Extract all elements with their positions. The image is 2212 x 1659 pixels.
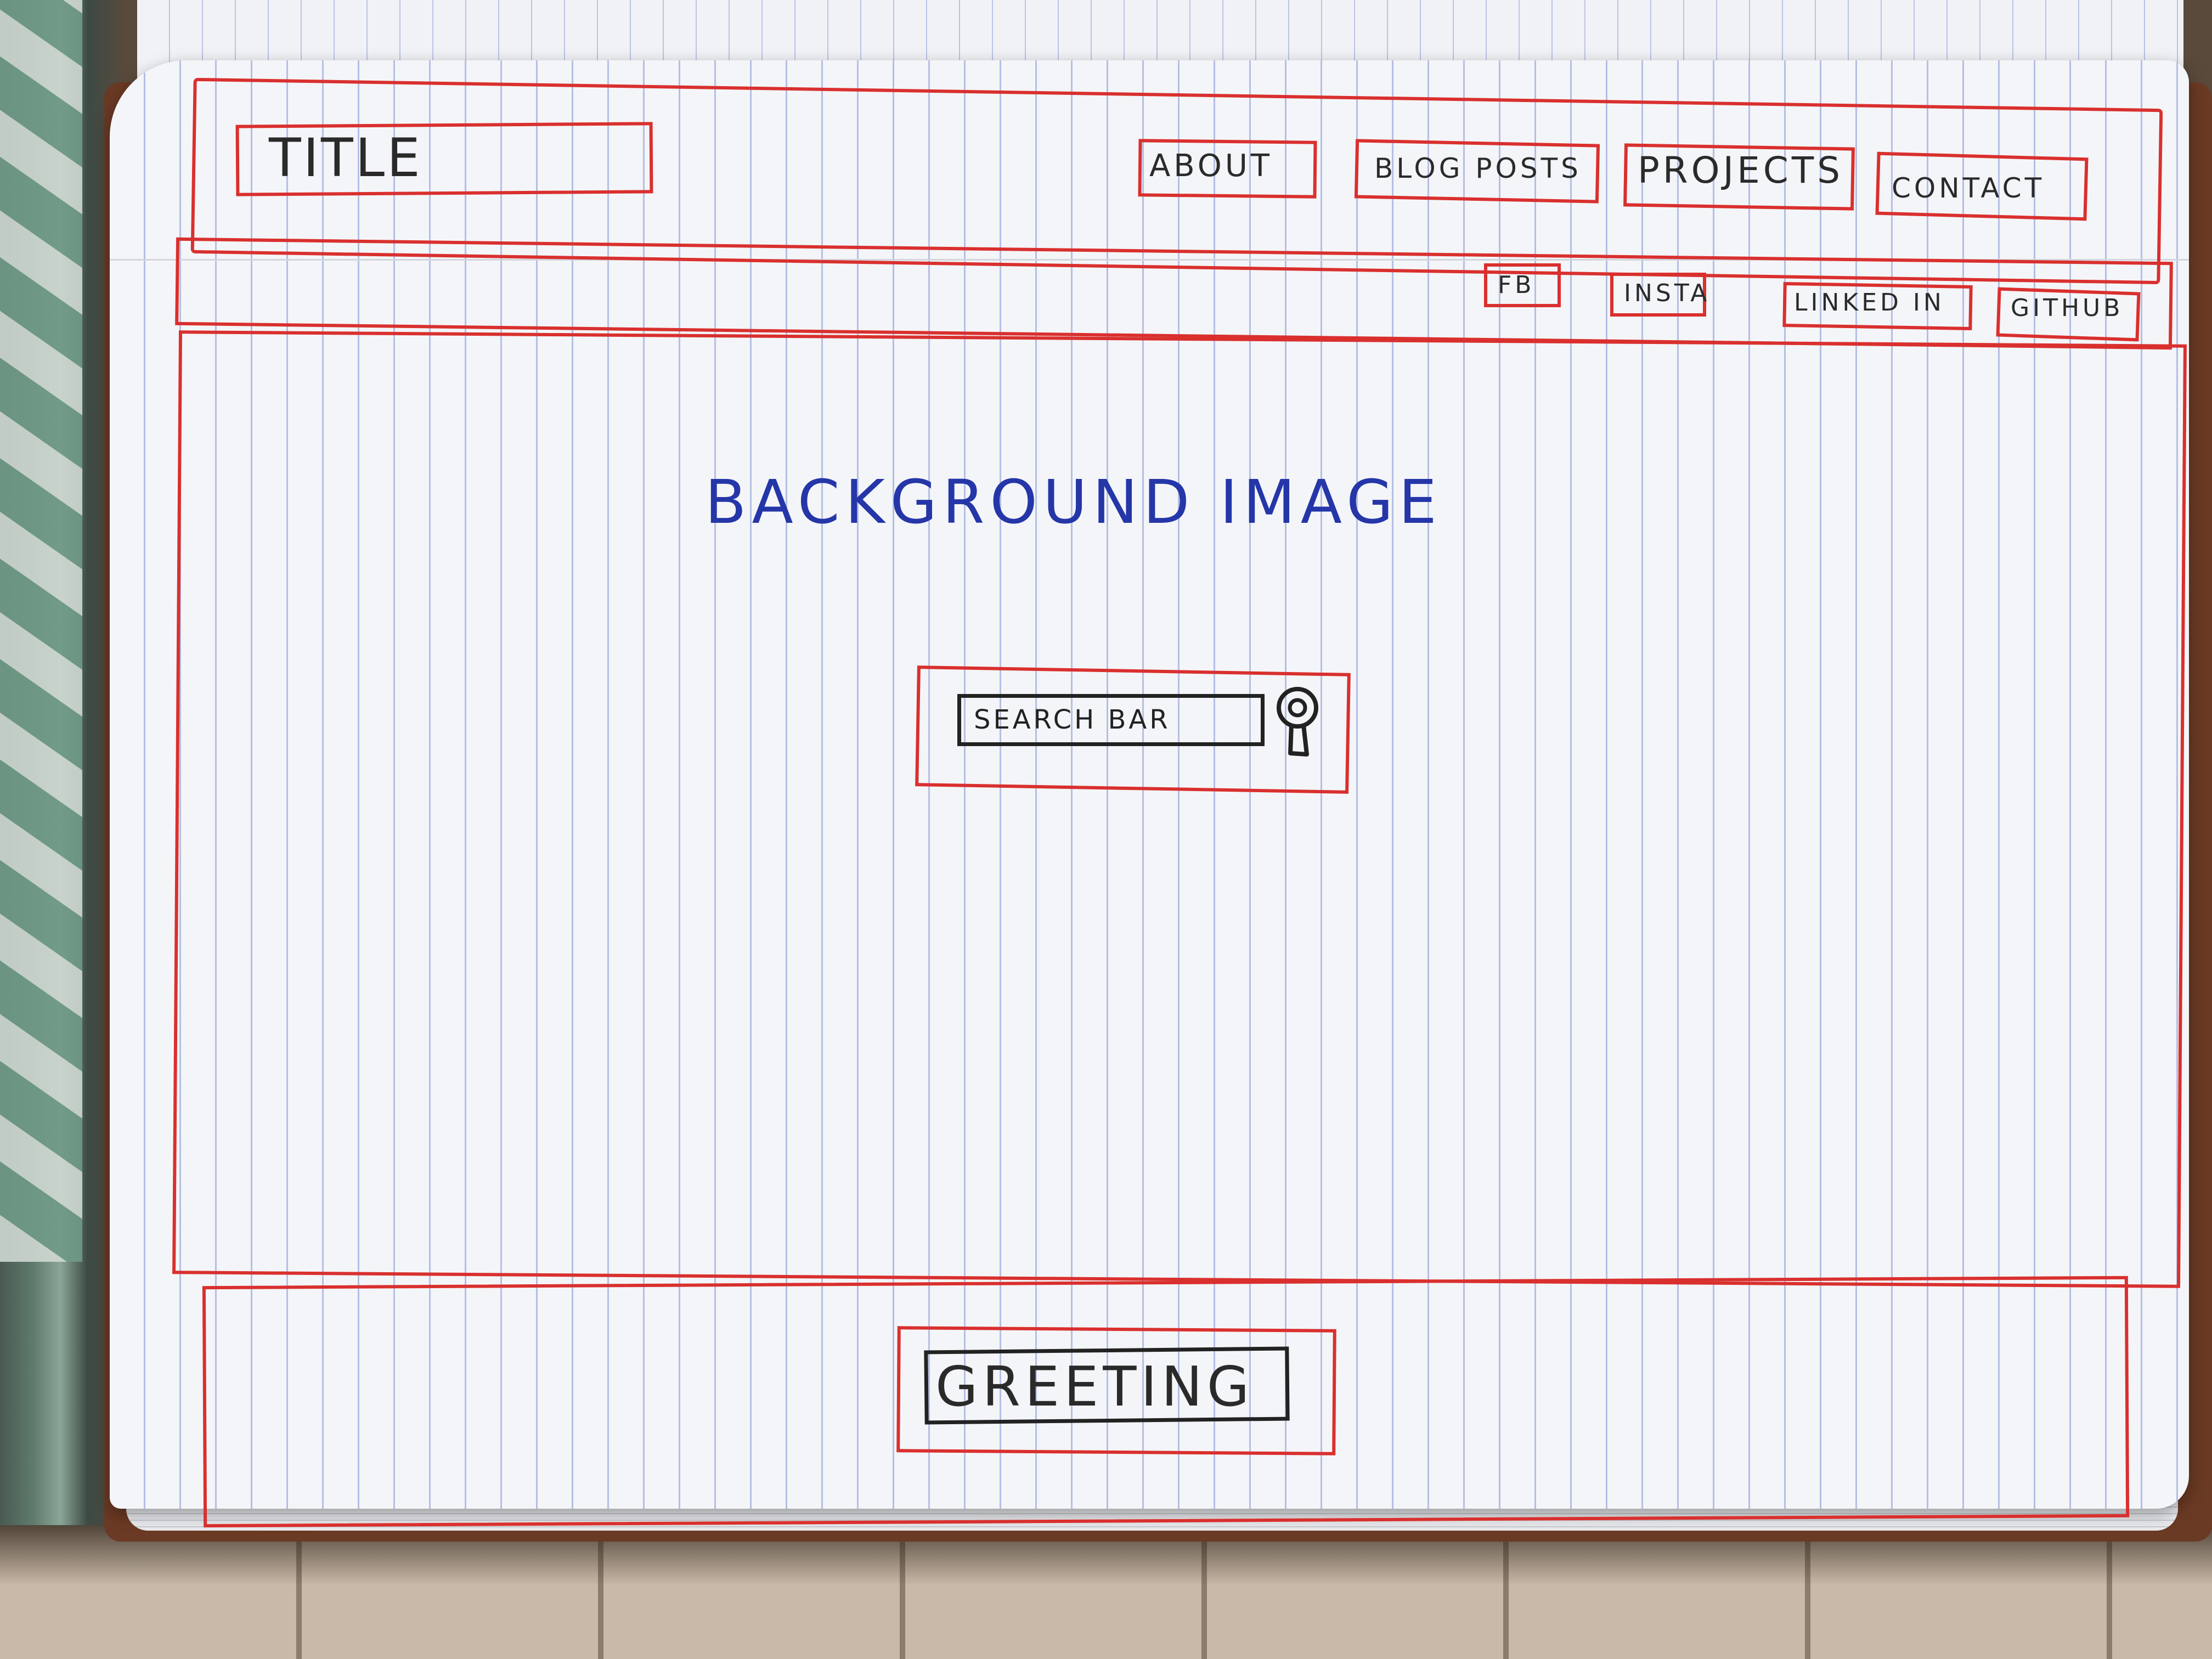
social-link-fb[interactable]: FB <box>1498 271 1535 299</box>
site-title[interactable]: TITLE <box>269 127 422 189</box>
social-box-insta <box>1610 273 1706 317</box>
search-input[interactable] <box>963 698 1259 742</box>
social-link-linkedin[interactable]: LINKED IN <box>1794 289 1945 317</box>
page-fold-line <box>110 259 2189 261</box>
social-link-insta[interactable]: INSTA <box>1624 279 1711 307</box>
fabric-cloth <box>0 0 82 1262</box>
search-box-outline <box>957 694 1265 746</box>
nav-projects[interactable]: PROJECTS <box>1638 149 1844 191</box>
greeting-text: GREETING <box>935 1355 1254 1419</box>
nav-blog-posts[interactable]: BLOG POSTS <box>1374 153 1582 184</box>
nav-contact[interactable]: CONTACT <box>1892 172 2045 204</box>
notebook-page <box>110 60 2189 1509</box>
nav-about[interactable]: ABOUT <box>1149 148 1273 184</box>
social-link-github[interactable]: GITHUB <box>2011 294 2124 322</box>
search-icon[interactable] <box>1273 683 1333 760</box>
background-image-label: BACKGROUND IMAGE <box>705 467 1442 537</box>
social-box-fb <box>1484 263 1561 307</box>
